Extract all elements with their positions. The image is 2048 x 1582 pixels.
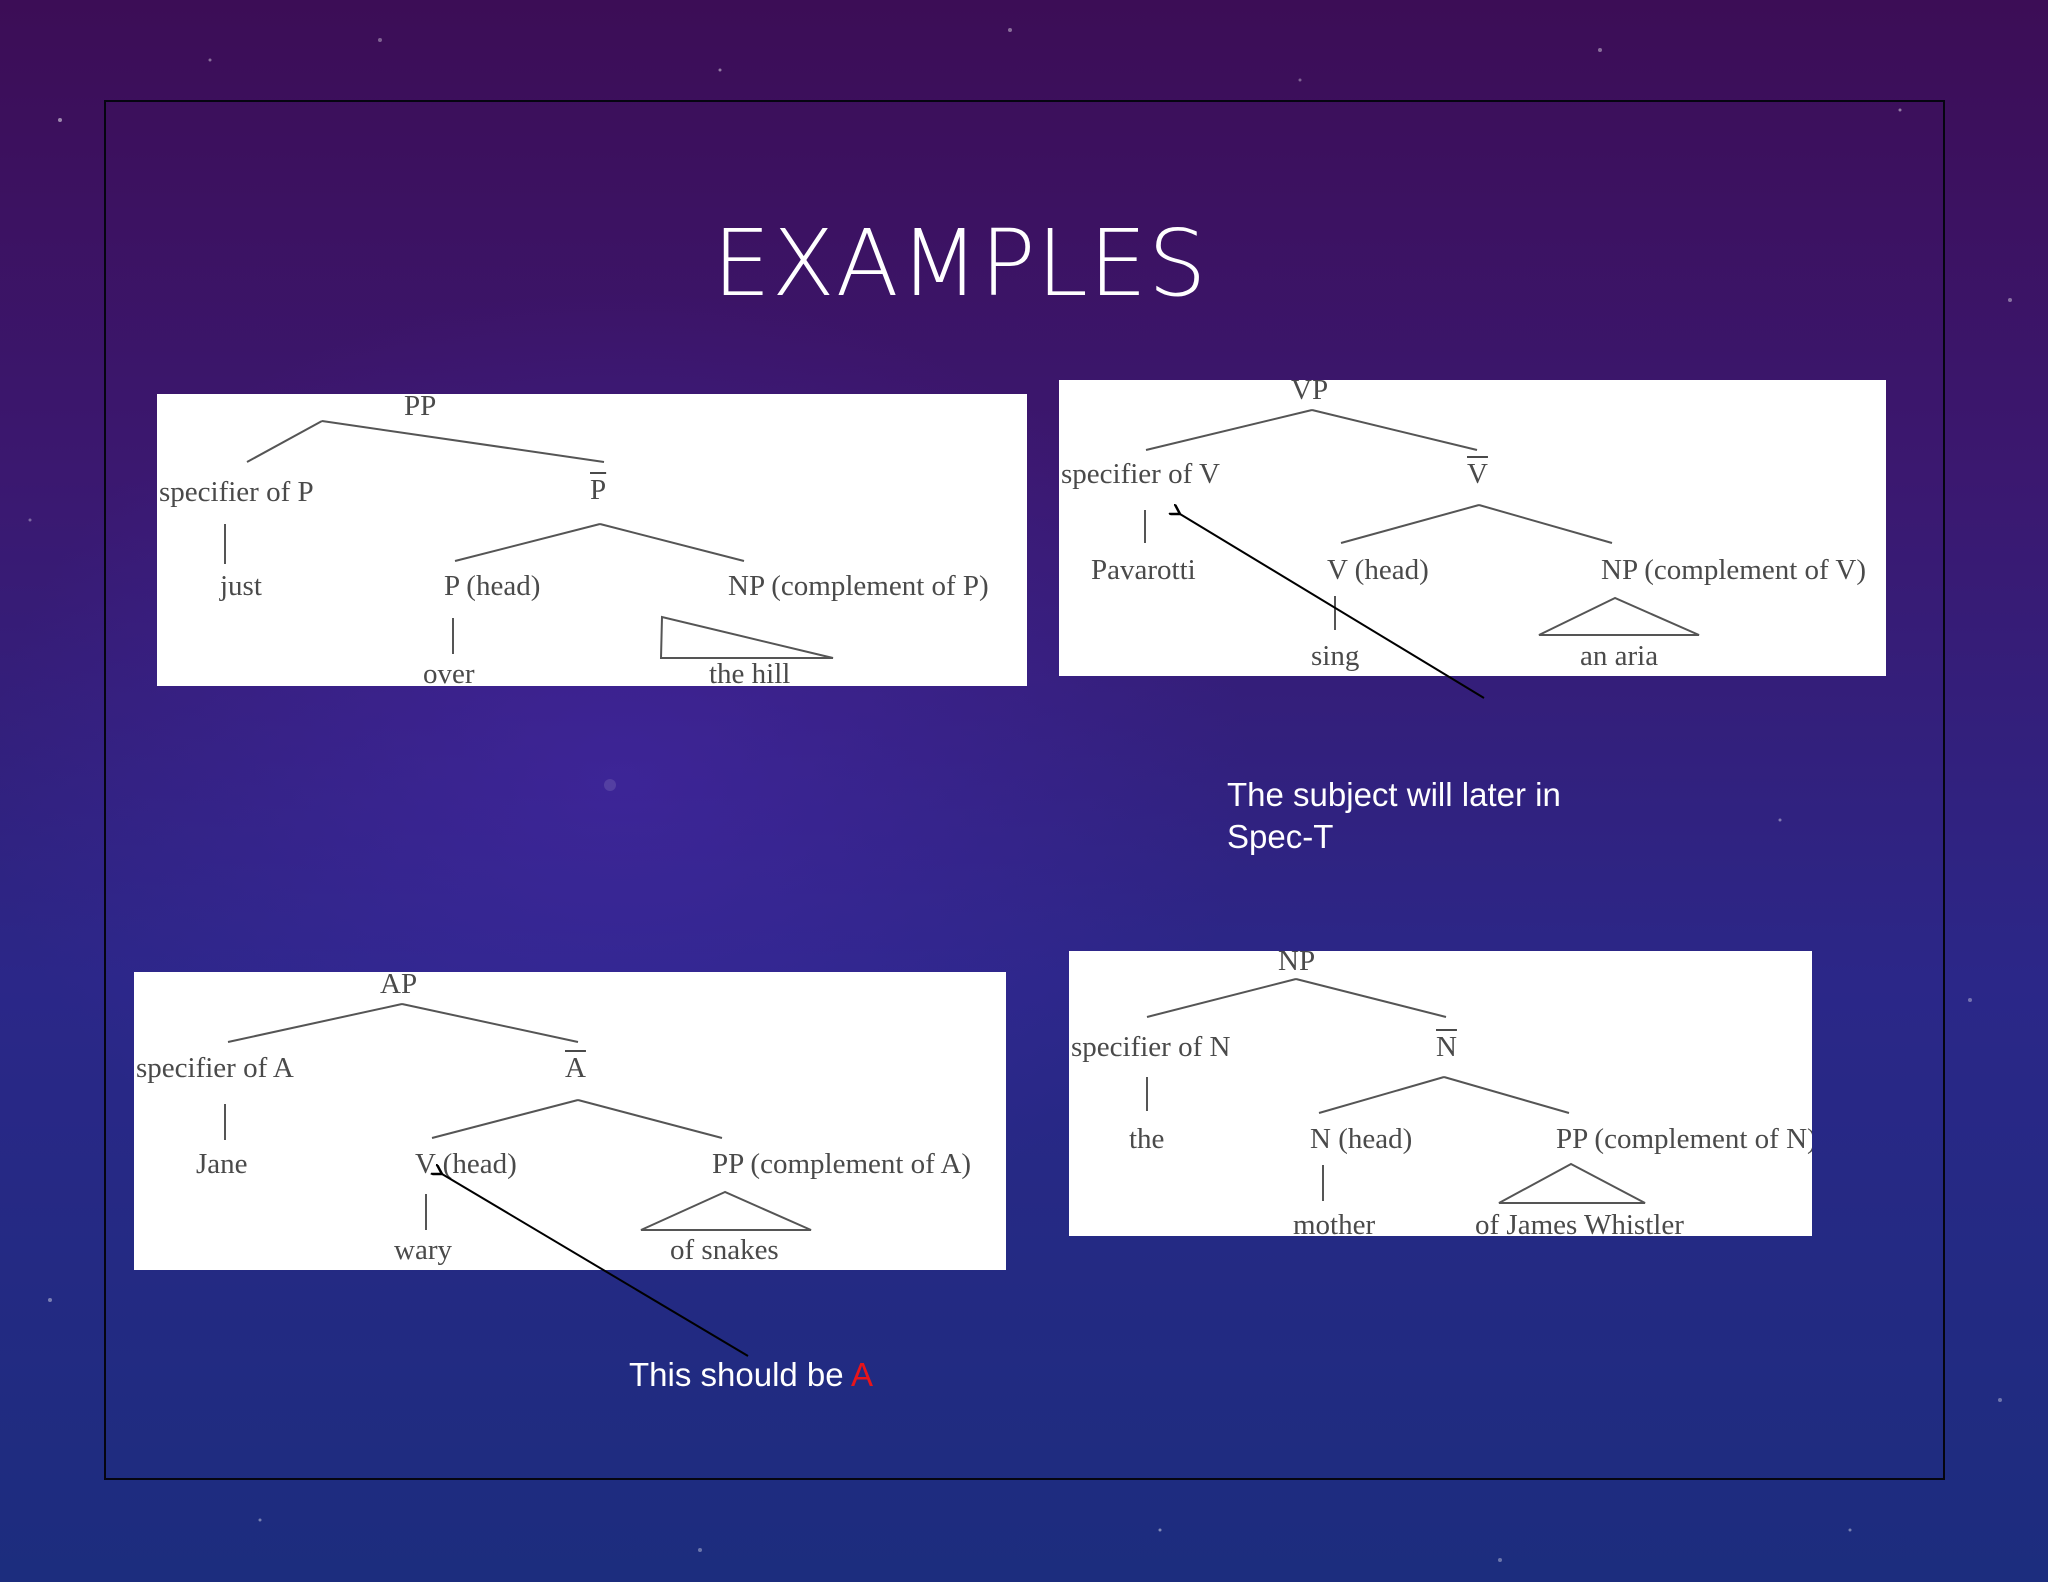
np-bar-label: N (1436, 1031, 1457, 1063)
ap-complement-label: PP (complement of A) (712, 1148, 972, 1180)
np-tree-diagram: NP specifier of N N the N (head) PP (com… (1069, 951, 1812, 1236)
vp-specifier-word: Pavarotti (1091, 554, 1196, 586)
ap-head-word: wary (394, 1234, 452, 1266)
correction-note-highlight: A (851, 1356, 874, 1393)
pp-specifier-word: just (220, 570, 262, 602)
np-specifier-label: specifier of N (1071, 1031, 1231, 1063)
pp-tree-lines (224, 420, 834, 659)
correction-annotation-arrow (442, 1174, 749, 1357)
np-root-label: NP (1278, 951, 1316, 977)
np-head-word: mother (1293, 1209, 1376, 1237)
vp-tree-lines (1144, 409, 1700, 636)
pp-complement-label: NP (complement of P) (728, 570, 989, 602)
pp-head-word: over (423, 658, 475, 687)
vp-complement-phrase: an aria (1580, 640, 1659, 672)
subject-note-line-2: Spec-T (1227, 818, 1334, 855)
ap-specifier-word: Jane (196, 1148, 248, 1180)
vp-head-word: sing (1311, 640, 1360, 672)
vp-root-label: VP (1291, 380, 1329, 406)
pp-bar-label: P (590, 474, 607, 506)
vp-specifier-label: specifier of V (1061, 458, 1220, 490)
subject-annotation-arrow (1180, 514, 1485, 699)
vp-complement-label: NP (complement of V) (1601, 554, 1866, 586)
vp-head-label: V (head) (1327, 554, 1429, 586)
pp-specifier-label: specifier of P (159, 476, 314, 508)
np-head-label: N (head) (1310, 1123, 1413, 1155)
np-complement-label: PP (complement of N) (1556, 1123, 1812, 1155)
ap-complement-phrase: of snakes (670, 1234, 779, 1266)
ap-tree-lines (224, 1003, 812, 1231)
pp-complement-phrase: the hill (709, 658, 791, 687)
vp-bar-label: V (1467, 458, 1488, 490)
ap-tree-diagram: AP specifier of A A Jane V (head) PP (co… (134, 972, 1006, 1270)
ap-root-label: AP (380, 972, 418, 1000)
vp-tree-diagram: VP specifier of V V Pavarotti V (head) N… (1059, 380, 1886, 676)
np-specifier-word: the (1129, 1123, 1165, 1155)
subject-note: The subject will later in Spec-T (1227, 774, 1561, 858)
slide-title: EXAMPLES (712, 210, 1208, 317)
np-complement-phrase: of James Whistler (1475, 1209, 1684, 1237)
pp-root-label: PP (404, 394, 437, 422)
np-tree-lines (1146, 978, 1646, 1204)
correction-note: This should be A (629, 1354, 873, 1396)
subject-note-line-1: The subject will later in (1227, 776, 1561, 813)
ap-bar-label: A (565, 1052, 586, 1084)
correction-note-text: This should be (629, 1356, 844, 1393)
ap-specifier-label: specifier of A (136, 1052, 294, 1084)
pp-tree-diagram: PP specifier of P P just P (head) NP (co… (157, 394, 1027, 686)
content-frame (104, 100, 1945, 1480)
pp-head-label: P (head) (444, 570, 541, 602)
